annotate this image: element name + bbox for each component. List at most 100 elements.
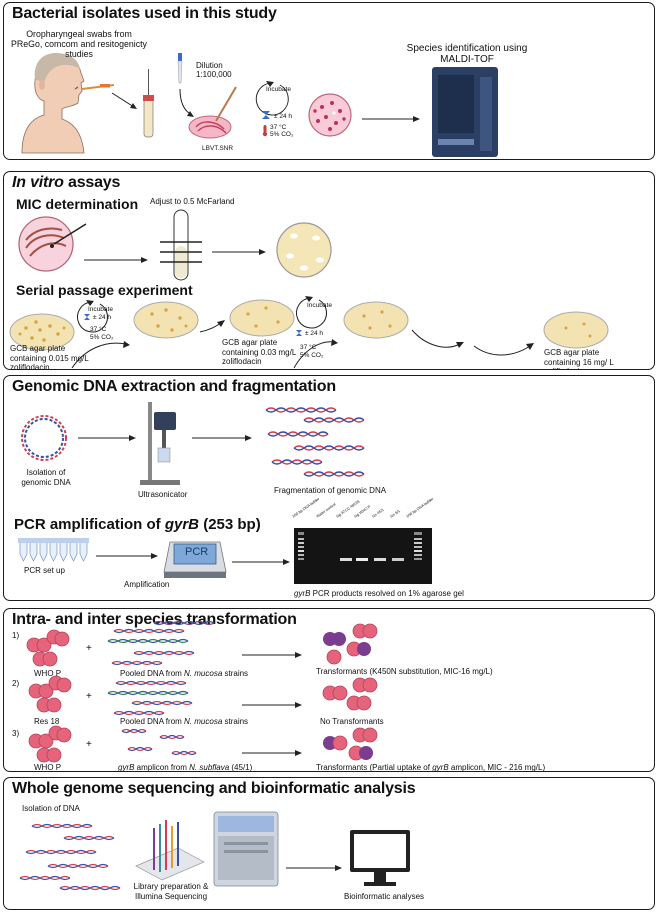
strain-cells-row2-icon: [28, 675, 72, 713]
row1-strain: WHO P: [34, 669, 62, 678]
pcr-tubes-icon: [18, 538, 89, 562]
time-label-2: ± 24 h: [305, 330, 324, 337]
patient-head-icon: [21, 53, 85, 154]
hourglass-icon: [262, 111, 270, 119]
dna-text-italic2: N. subflava: [189, 763, 230, 772]
transformant-cells-row3-icon: [323, 727, 378, 761]
panel-in-vitro-assays: In vitro assays MIC determination Serial…: [3, 171, 655, 370]
ultrasonicator-icon: [140, 402, 180, 485]
row2-plus: +: [86, 691, 92, 702]
temp-label: 37 °C: [270, 124, 287, 131]
dna-text-a: Pooled DNA from: [120, 717, 185, 726]
serial-plate-3-icon: [229, 299, 295, 337]
streak-plate-icon: [188, 86, 237, 139]
pcr-title-italic: gyrB: [164, 516, 200, 533]
transformant-cells-row1-icon: [323, 623, 378, 665]
serial-plate-1-icon: [9, 313, 75, 351]
agarose-gel-image: [294, 528, 432, 584]
result-text-a: Transformants (Partial uptake of: [316, 763, 433, 772]
row2-result: No Transformants: [320, 717, 384, 726]
panel-title: Bacterial isolates used in this study: [12, 5, 277, 22]
panel-title: Intra- and inter species transformation: [12, 611, 297, 628]
co2-label-1: 5% CO₂: [90, 334, 114, 341]
fragmentation-label: Fragmentation of genomic DNA: [274, 486, 387, 495]
time-label-1: ± 24 h: [93, 314, 112, 321]
isolation-of-dna-label: Isolation of DNA: [22, 804, 80, 813]
row1-number: 1): [12, 631, 20, 640]
gel-lane-labels: 100 bp DNA ladder Water control Ng ATCC …: [292, 497, 435, 528]
incubate-icon: [255, 81, 289, 116]
mcfarland-tube-icon: [160, 209, 202, 281]
pipette-icon: [177, 53, 183, 84]
incubate-icon-1: [77, 300, 108, 333]
dilution-value: 1:100,000: [196, 70, 232, 79]
pcr-title-a: PCR amplification of: [14, 516, 165, 533]
dna-pool-row2-icon: [107, 680, 193, 716]
panel-title: Whole genome sequencing and bioinformati…: [12, 780, 416, 797]
result-text-b: amplicon, MIC - 216 mg/L): [448, 763, 546, 772]
row3-strain: WHO P: [34, 763, 62, 772]
mic-plate-icon: [276, 222, 332, 278]
title-rest: assays: [63, 174, 121, 191]
dna-text-b: strains: [222, 669, 249, 678]
dna-text-italic: N. mucosa: [184, 717, 223, 726]
plate-label: LBVT.SNR: [202, 145, 234, 152]
colony-plate-icon: [308, 93, 352, 137]
computer-monitor-icon: [350, 830, 410, 886]
circular-genome-icon: [21, 415, 67, 461]
dna-text-italic: gyrB: [118, 763, 135, 772]
dna-text-a: Pooled DNA from: [120, 669, 185, 678]
pcr-machine-icon: [163, 541, 227, 578]
no-transformant-cells-row2-icon: [322, 677, 378, 711]
swab-icon: [81, 84, 115, 90]
strain-cells-row1-icon: [26, 629, 70, 667]
gel-caption-italic: gyrB: [294, 589, 311, 598]
temp-label-1: 37 °C: [90, 326, 107, 333]
swabs-label: Oropharyngeal swabs from PReGo, comcom a…: [11, 29, 147, 59]
incubate-label-1: Incubate: [88, 306, 113, 313]
incubate-icon-2: [296, 296, 327, 336]
serial-plate-5-icon: [543, 311, 609, 349]
isolates-illustration: [21, 53, 498, 157]
temp-label-2: 37 °C: [300, 344, 317, 351]
dna-pool-row1-icon: [107, 620, 215, 666]
row1-plus: +: [86, 643, 92, 654]
library-label: Library preparation & Illumina Sequencin…: [133, 882, 209, 901]
incubate-label: Incubate: [266, 86, 291, 93]
in-vitro-illustration: [9, 209, 609, 369]
strain-cells-row3-icon: [28, 725, 72, 763]
thermometer-icon: [262, 125, 268, 137]
pcr-setup-label: PCR set up: [24, 566, 65, 575]
dna-fragments-icon: [265, 407, 365, 477]
result-text-italic: gyrB: [432, 763, 449, 772]
sample-tube-icon: [143, 69, 154, 138]
row3-number: 3): [12, 729, 20, 738]
row1-result: Transformants (K450N substitution, MIC-1…: [316, 667, 493, 676]
co2-label: 5% CO₂: [270, 131, 294, 138]
dna-text-b: strains: [222, 717, 249, 726]
pink-plate-icon: [18, 216, 87, 272]
panel-title: In vitro assays: [12, 174, 120, 192]
gel-caption: gyrB PCR products resolved on 1% agarose…: [294, 589, 464, 599]
panel-title: Genomic DNA extraction and fragmentation: [12, 378, 336, 395]
row1-dna: Pooled DNA from N. mucosa strains: [120, 669, 248, 679]
lane-label: Ns 9/1: [389, 509, 401, 519]
mcfarland-label: Adjust to 0.5 McFarland: [150, 197, 235, 206]
row2-strain: Res 18: [34, 717, 60, 726]
gcb-plate-2-label: GCB agar plate containing 0.03 mg/L zoli…: [222, 338, 296, 366]
dna-text-c: (45/1): [229, 763, 253, 772]
panel-bacterial-isolates: Bacterial isolates used in this study: [3, 2, 655, 160]
sequencing-flowcell-icon: [135, 820, 205, 881]
pcr-device-label: PCR: [185, 546, 209, 558]
mic-title: MIC determination: [16, 196, 139, 212]
isolation-label: Isolation of genomic DNA: [21, 468, 71, 487]
serial-plate-2-icon: [133, 301, 199, 339]
dna-illustration: [18, 402, 432, 584]
dilution-label: Dilution: [196, 61, 223, 70]
title-italic: In vitro: [12, 174, 64, 191]
serial-plate-4-icon: [343, 301, 409, 339]
panel-wgs: Whole genome sequencing and bioinformati…: [3, 777, 655, 910]
co2-label-2: 5% CO₂: [300, 352, 324, 359]
serial-title: Serial passage experiment: [16, 282, 193, 298]
gcb-plate-3-label: GCB agar plate containing 16 mg/ L zolif…: [544, 348, 614, 369]
